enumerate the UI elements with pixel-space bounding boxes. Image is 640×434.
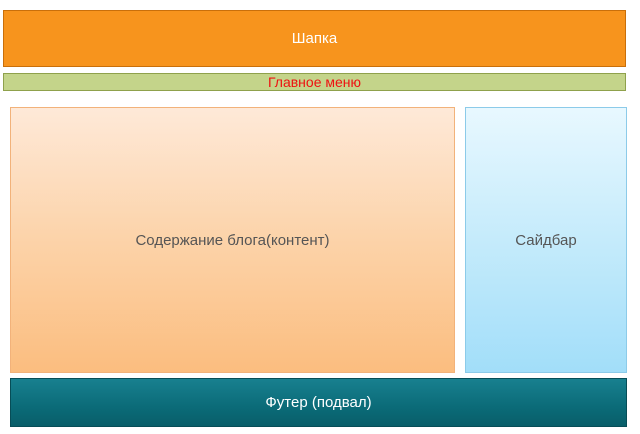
header-block: Шапка xyxy=(3,10,626,67)
header-label: Шапка xyxy=(291,30,338,47)
footer-block: Футер (подвал) xyxy=(10,378,627,427)
main-menu-label: Главное меню xyxy=(267,74,362,90)
sidebar-block: Сайдбар xyxy=(465,107,627,373)
content-block: Содержание блога(контент) xyxy=(10,107,455,373)
sidebar-label: Сайдбар xyxy=(515,231,577,249)
content-label: Содержание блога(контент) xyxy=(135,231,330,249)
footer-label: Футер (подвал) xyxy=(265,394,372,411)
main-menu-block: Главное меню xyxy=(3,73,626,91)
